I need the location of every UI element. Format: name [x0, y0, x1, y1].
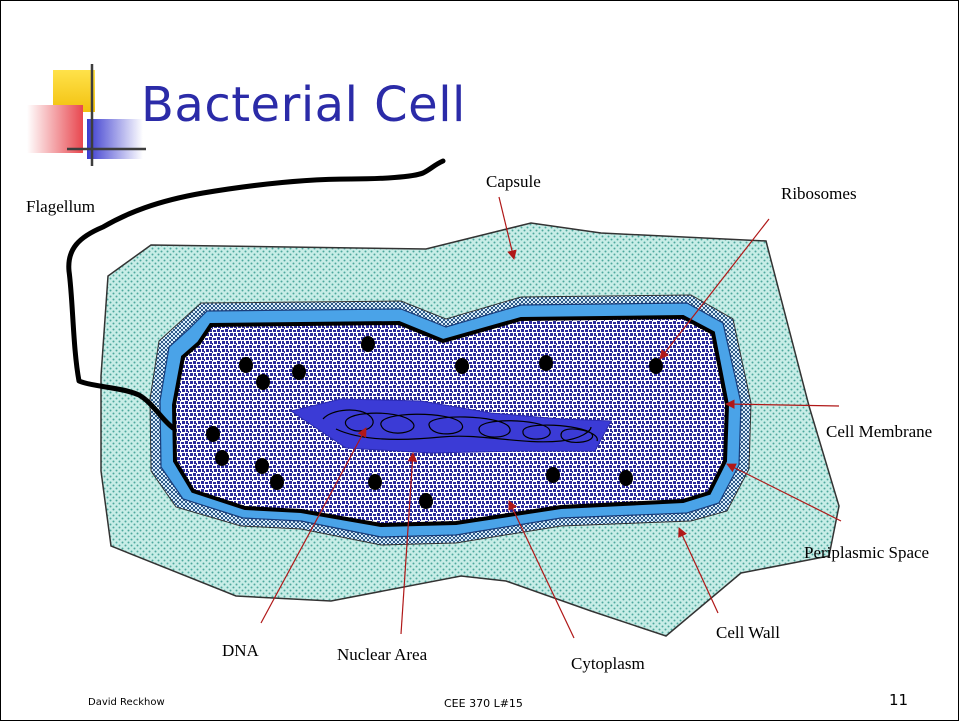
ribosome: [206, 426, 220, 442]
label-nuclear-area: Nuclear Area: [337, 645, 428, 664]
ribosome: [361, 336, 375, 352]
ribosome: [270, 474, 284, 490]
ribosome: [292, 364, 306, 380]
label-cell-membrane: Cell Membrane: [826, 422, 932, 441]
label-capsule: Capsule: [486, 172, 541, 191]
ribosome: [215, 450, 229, 466]
ribosome: [239, 357, 253, 373]
label-dna: DNA: [222, 641, 260, 660]
ribosome: [368, 474, 382, 490]
ribosome: [649, 358, 663, 374]
label-cytoplasm: Cytoplasm: [571, 654, 645, 673]
ribosome: [539, 355, 553, 371]
label-periplasmic-space: Periplasmic Space: [804, 543, 929, 562]
ribosome: [455, 358, 469, 374]
footer-author: David Reckhow: [88, 697, 165, 708]
label-cell-wall: Cell Wall: [716, 623, 780, 642]
label-ribosomes: Ribosomes: [781, 184, 857, 203]
footer-course: CEE 370 L#15: [444, 697, 523, 710]
ribosome: [256, 374, 270, 390]
ribosome: [546, 467, 560, 483]
ribosome: [255, 458, 269, 474]
page-number: 11: [889, 691, 908, 709]
label-flagellum: Flagellum: [26, 197, 95, 216]
ribosome: [619, 470, 633, 486]
ribosome: [419, 493, 433, 509]
